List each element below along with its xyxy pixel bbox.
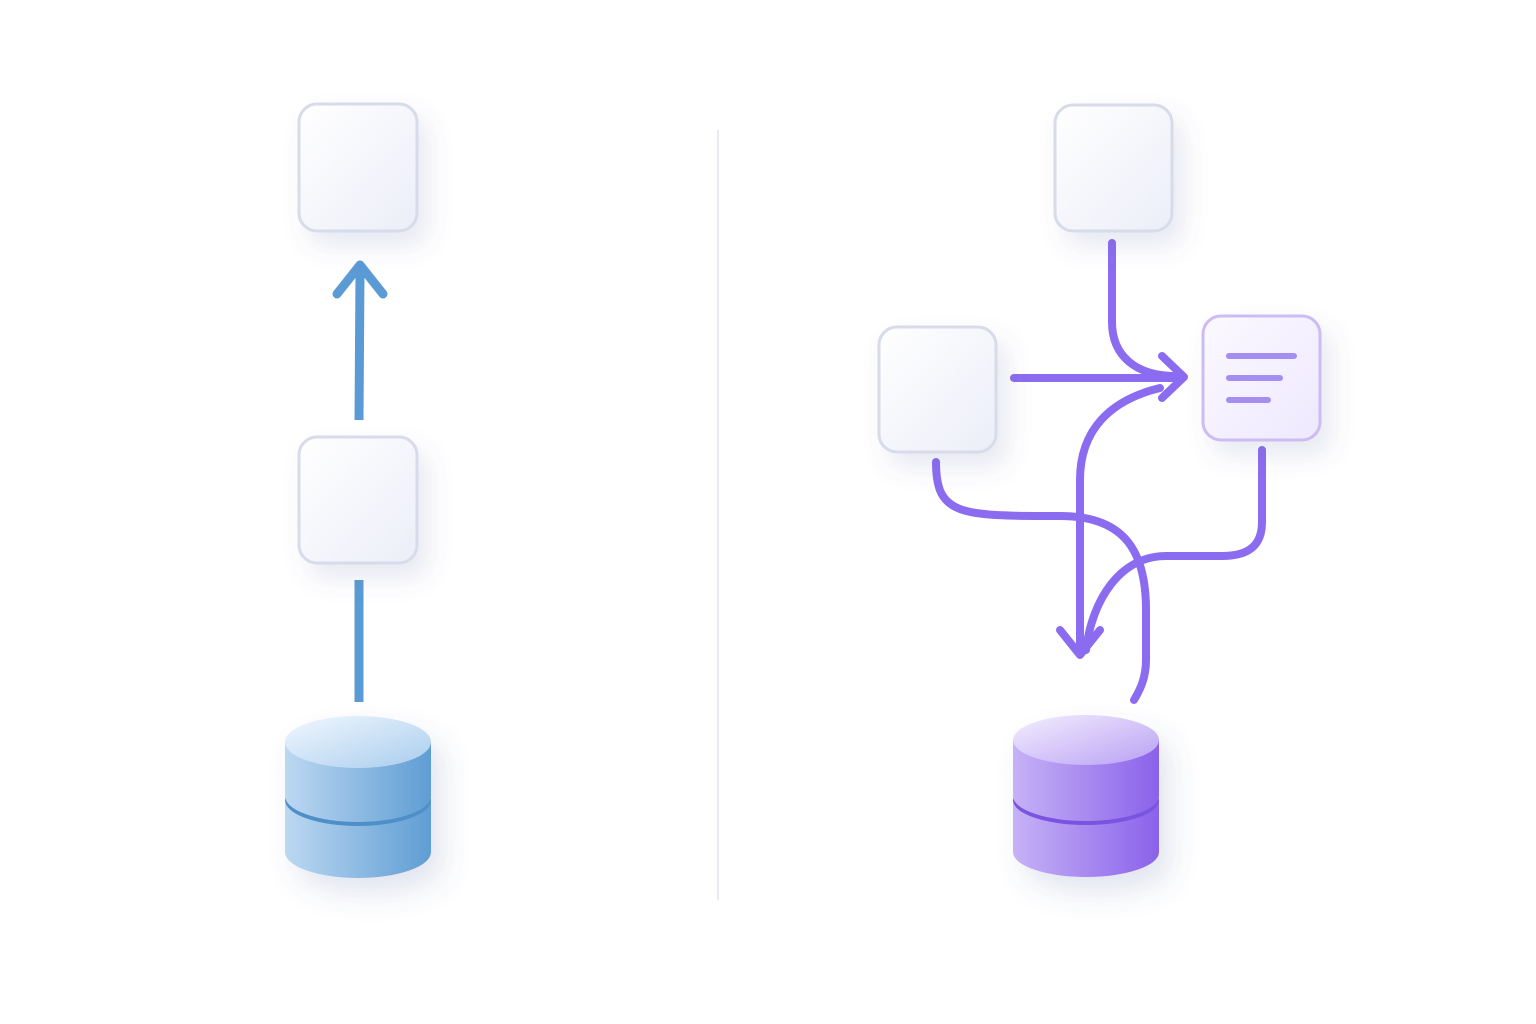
left-connector-middle-to-top [354, 271, 365, 421]
left-middle-box[interactable] [297, 435, 419, 565]
left-top-box[interactable] [297, 102, 419, 233]
flow-left-to-database [932, 458, 1150, 704]
database-icon[interactable] [1013, 715, 1159, 877]
arrow-up-icon [332, 260, 388, 299]
database-icon[interactable] [285, 716, 431, 878]
arrow-right-icon [1158, 352, 1188, 402]
flow-database-to-document [1082, 446, 1266, 654]
database-top-face [285, 716, 431, 768]
flow-document-to-database [1076, 384, 1164, 652]
text-lines-icon [1226, 353, 1297, 403]
database-top-face [1013, 715, 1159, 765]
right-panel [877, 103, 1322, 877]
arrow-down-icon [1056, 626, 1104, 659]
right-left-box[interactable] [877, 325, 998, 454]
left-panel [285, 102, 431, 878]
right-top-box[interactable] [1053, 103, 1174, 233]
